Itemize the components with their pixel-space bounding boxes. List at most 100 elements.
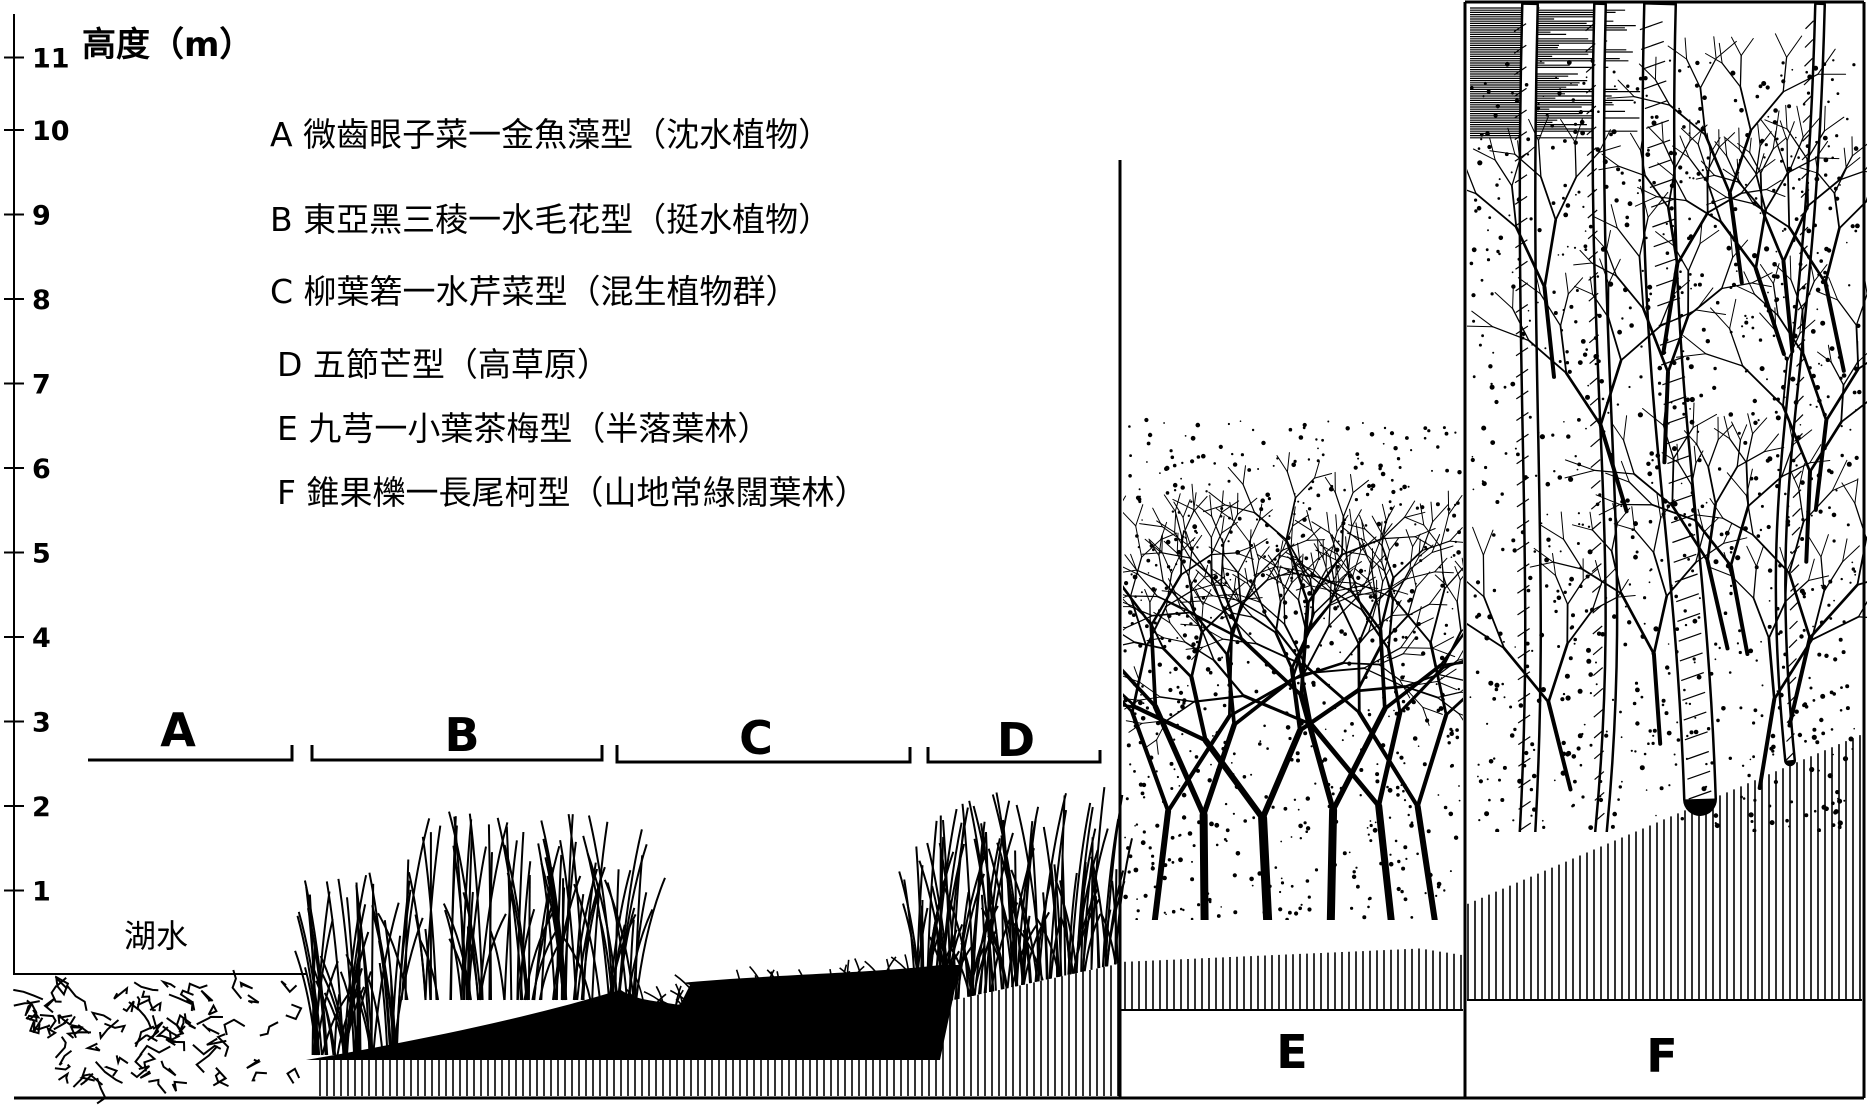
foliage-speck xyxy=(1336,564,1340,569)
foliage-speck xyxy=(1231,773,1235,777)
grass-blade xyxy=(1075,806,1094,974)
foliage-speck xyxy=(1584,230,1587,232)
foliage-speck xyxy=(1811,373,1816,379)
foliage-speck xyxy=(1326,782,1331,787)
tree-branch xyxy=(1310,552,1315,571)
grass-blade xyxy=(1011,924,1038,988)
foliage-speck xyxy=(1640,345,1643,348)
foliage-speck xyxy=(1569,304,1574,309)
foliage-speck xyxy=(1517,778,1523,784)
grass-blade xyxy=(352,987,373,1056)
grass-blade xyxy=(898,871,923,1005)
foliage-speck xyxy=(1192,539,1194,542)
tree-branch xyxy=(1511,580,1524,591)
tree-branch xyxy=(1166,714,1232,814)
tree-branch xyxy=(1135,504,1144,527)
tree-branch xyxy=(1156,739,1159,755)
foliage-speck xyxy=(1285,917,1289,920)
axis-tick-label: 8 xyxy=(32,285,51,316)
foliage-speck xyxy=(1690,491,1695,495)
bark-stroke xyxy=(1679,652,1703,662)
foliage-speck xyxy=(1646,298,1650,302)
grass-blade xyxy=(625,988,643,1019)
foliage-speck xyxy=(1805,70,1808,74)
foliage-speck xyxy=(1649,569,1652,572)
foliage-speck xyxy=(1837,176,1841,181)
foliage-speck xyxy=(1671,294,1676,299)
grass-blade xyxy=(829,968,835,1001)
grass-blade xyxy=(1069,802,1092,975)
tree-branch xyxy=(1749,137,1752,153)
tree-branch xyxy=(1507,127,1516,155)
foliage-speck xyxy=(1180,485,1185,490)
foliage-speck xyxy=(1856,323,1861,328)
tree-branch xyxy=(1109,491,1115,514)
foliage-speck xyxy=(1688,176,1691,179)
foliage-speck xyxy=(1425,718,1430,723)
foliage-speck xyxy=(1511,91,1514,95)
foliage-speck xyxy=(1373,937,1375,939)
tree-branch xyxy=(1432,504,1449,523)
foliage-speck xyxy=(1272,464,1275,467)
foliage-speck xyxy=(1705,501,1708,504)
aquatic-strand xyxy=(115,1055,129,1066)
grass-blade xyxy=(1012,922,1044,981)
foliage-speck xyxy=(1635,687,1640,693)
tree-branch xyxy=(1459,691,1463,693)
foliage-speck xyxy=(1278,907,1283,912)
foliage-speck xyxy=(1636,192,1639,195)
tree-branch xyxy=(1176,532,1179,554)
foliage-speck xyxy=(1640,695,1644,699)
bark-stroke xyxy=(1585,84,1597,94)
foliage-speck xyxy=(1235,640,1240,645)
foliage-speck xyxy=(1302,517,1307,522)
foliage-speck xyxy=(1610,452,1614,457)
foliage-speck xyxy=(1176,637,1179,639)
foliage-speck xyxy=(1635,721,1640,726)
legend-item-a: A 微齒眼子菜一金魚藻型（沈水植物） xyxy=(270,115,831,154)
foliage-speck xyxy=(1661,703,1665,707)
foliage-speck xyxy=(1817,142,1821,145)
foliage-speck xyxy=(1765,458,1770,463)
foliage-speck xyxy=(1747,773,1751,778)
tree-branch xyxy=(1633,529,1655,554)
foliage-speck xyxy=(1442,426,1446,430)
tree-branch xyxy=(1066,569,1067,610)
bark-stroke xyxy=(1516,455,1529,465)
foliage-speck xyxy=(1436,445,1440,449)
foliage-speck xyxy=(1201,596,1206,600)
foliage-speck xyxy=(1257,871,1262,876)
tree-branch xyxy=(1640,185,1649,218)
tree-branch xyxy=(1274,601,1282,634)
tree-branch xyxy=(1357,642,1361,715)
foliage-speck xyxy=(1611,698,1615,702)
foliage-speck xyxy=(1823,275,1826,279)
foliage-speck xyxy=(1363,933,1366,936)
foliage-speck xyxy=(1703,177,1707,181)
tree-branch xyxy=(1149,588,1157,603)
foliage-speck xyxy=(1398,466,1402,469)
foliage-speck xyxy=(1570,82,1572,85)
foliage-speck xyxy=(1305,879,1310,883)
tree-branch xyxy=(1759,131,1772,147)
aquatic-strand xyxy=(39,1014,57,1031)
bark-stroke xyxy=(1514,66,1527,76)
bark-stroke xyxy=(1515,260,1528,270)
submerged-plants xyxy=(13,969,303,1105)
foliage-speck xyxy=(1540,687,1546,693)
foliage-speck xyxy=(1307,591,1312,596)
foliage-speck xyxy=(1852,63,1856,67)
foliage-speck xyxy=(1361,422,1364,424)
foliage-speck xyxy=(1510,171,1513,174)
bark-stroke xyxy=(1688,790,1712,800)
tree-branch xyxy=(1857,616,1867,619)
tree-branch xyxy=(1062,511,1084,521)
foliage-speck xyxy=(1772,188,1776,193)
axis-title: 高度（m） xyxy=(82,25,253,65)
foliage-speck xyxy=(1802,628,1806,632)
tree-branch xyxy=(935,615,958,619)
foliage-speck xyxy=(1815,287,1821,293)
foliage-speck xyxy=(1384,557,1388,561)
foliage-speck xyxy=(1440,692,1445,698)
